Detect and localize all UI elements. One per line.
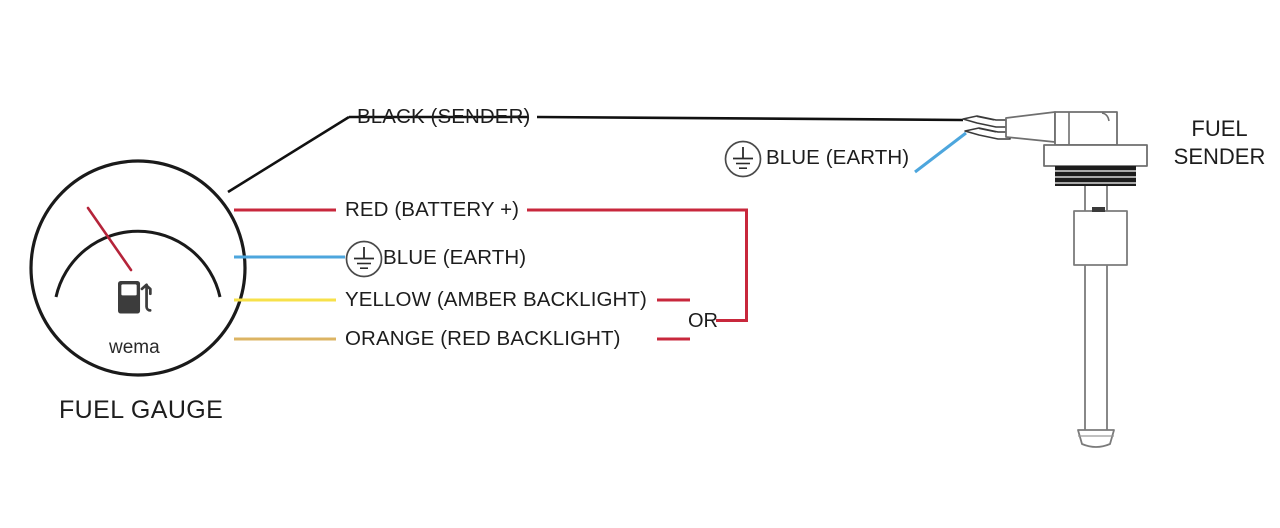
- wire-label-red-battery: RED (BATTERY +): [345, 198, 520, 221]
- wire-red-battery: [234, 208, 748, 322]
- fuel-sender-caption: FUEL SENDER: [1163, 115, 1276, 171]
- gauge-needle: [86, 206, 133, 272]
- wire-blue-earth-sender: [914, 131, 967, 174]
- fuel-sender-caption-line2: SENDER: [1173, 144, 1266, 169]
- or-junction-label: OR: [688, 310, 718, 332]
- sender-head-housing: [1054, 111, 1118, 146]
- wire-label-blue-earth-gauge: BLUE (EARTH): [383, 246, 527, 269]
- sender-thread: [1055, 166, 1136, 186]
- sender-flange: [1043, 144, 1148, 167]
- fuel-pump-icon: [118, 281, 152, 314]
- fuel-sender-graphic: [962, 111, 1148, 448]
- fuel-sender-caption-line1: FUEL: [1191, 116, 1248, 141]
- earth-ground-icon-gauge: [345, 240, 383, 278]
- wire-label-blue-earth-sender: BLUE (EARTH): [766, 146, 910, 169]
- wire-label-orange-backlight: ORANGE (RED BACKLIGHT): [345, 327, 621, 350]
- wire-label-yellow-backlight: YELLOW (AMBER BACKLIGHT): [345, 288, 647, 311]
- earth-ground-icon-sender: [724, 140, 762, 178]
- gauge-brand-label: wema: [109, 337, 160, 358]
- wire-black-sender: [227, 115, 964, 194]
- sender-wire-sleeve: [1005, 111, 1056, 143]
- sender-float-body: [1073, 210, 1128, 266]
- gauge-outer-ring: [29, 159, 247, 377]
- sender-bottom-cap: [1077, 429, 1115, 448]
- gauge-inner-arc: [54, 229, 222, 298]
- fuel-gauge-graphic: [29, 159, 247, 377]
- fuel-gauge-caption: FUEL GAUGE: [59, 396, 224, 424]
- wire-label-black-sender: BLACK (SENDER): [357, 105, 531, 128]
